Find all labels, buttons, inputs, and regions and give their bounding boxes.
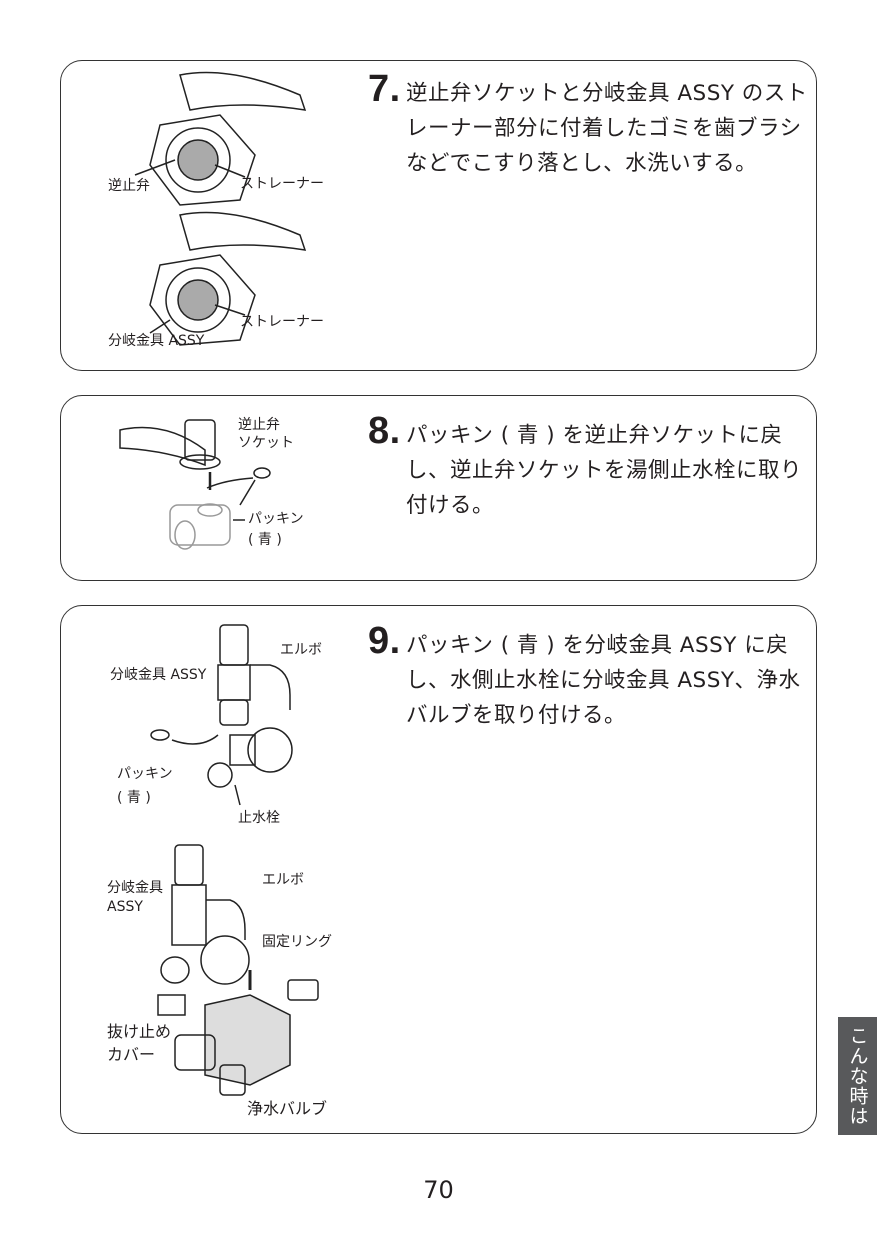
label-check-valve: 逆止弁: [238, 417, 280, 433]
label-strainer: ストレーナー: [240, 314, 324, 330]
label-socket: ソケット: [238, 435, 294, 451]
page-number: 70: [423, 1176, 454, 1204]
step-text: パッキン ( 青 ) を分岐金具 ASSY に戻し、水側止水栓に分岐金具 ASS…: [406, 633, 801, 728]
step-7-panel: [60, 60, 817, 371]
label-branch-assy-suffix: ASSY: [107, 899, 143, 915]
label-elbow: エルボ: [280, 642, 322, 658]
step-7-instruction: 7. 逆止弁ソケットと分岐金具 ASSY のストレーナー部分に付着したゴミを歯ブ…: [368, 70, 813, 181]
branch-assy-install-illustration: [150, 624, 319, 1096]
label-branch-assy: 分岐金具 ASSY: [108, 333, 205, 349]
toothbrush-cleaning-illustration: [134, 71, 307, 346]
label-strainer: ストレーナー: [240, 176, 324, 192]
label-packing-blue: ( 青 ): [117, 790, 151, 806]
label-purifier-valve: 浄水バルブ: [247, 1099, 328, 1118]
step-9-instruction: 9. パッキン ( 青 ) を分岐金具 ASSY に戻し、水側止水栓に分岐金具 …: [368, 622, 813, 733]
step-8-instruction: 8. パッキン ( 青 ) を逆止弁ソケットに戻し、逆止弁ソケットを湯側止水栓に…: [368, 412, 813, 523]
socket-install-illustration: [119, 419, 271, 550]
step-8-panel: [60, 395, 817, 581]
label-branch-assy: 分岐金具 ASSY: [110, 667, 207, 683]
label-stop-valve: 止水栓: [238, 810, 280, 826]
step-number: 8.: [368, 410, 401, 452]
label-branch-assy: 分岐金具: [107, 880, 163, 896]
label-retaining-cover-suffix: カバー: [107, 1045, 156, 1064]
label-check-valve: 逆止弁: [108, 178, 150, 194]
section-tab: こんな時は: [838, 1017, 877, 1135]
step-9-panel: [60, 605, 817, 1134]
label-packing: パッキン: [117, 766, 173, 782]
label-retaining-cover: 抜け止め: [107, 1022, 172, 1041]
step-text: パッキン ( 青 ) を逆止弁ソケットに戻し、逆止弁ソケットを湯側止水栓に取り付…: [406, 423, 803, 518]
step-number: 7.: [368, 68, 401, 110]
label-packing-blue: ( 青 ): [248, 532, 282, 548]
label-fixing-ring: 固定リング: [262, 934, 332, 950]
label-packing: パッキン: [248, 511, 304, 527]
step-number: 9.: [368, 620, 401, 662]
label-elbow: エルボ: [262, 872, 304, 888]
step-text: 逆止弁ソケットと分岐金具 ASSY のストレーナー部分に付着したゴミを歯ブラシな…: [406, 81, 808, 176]
